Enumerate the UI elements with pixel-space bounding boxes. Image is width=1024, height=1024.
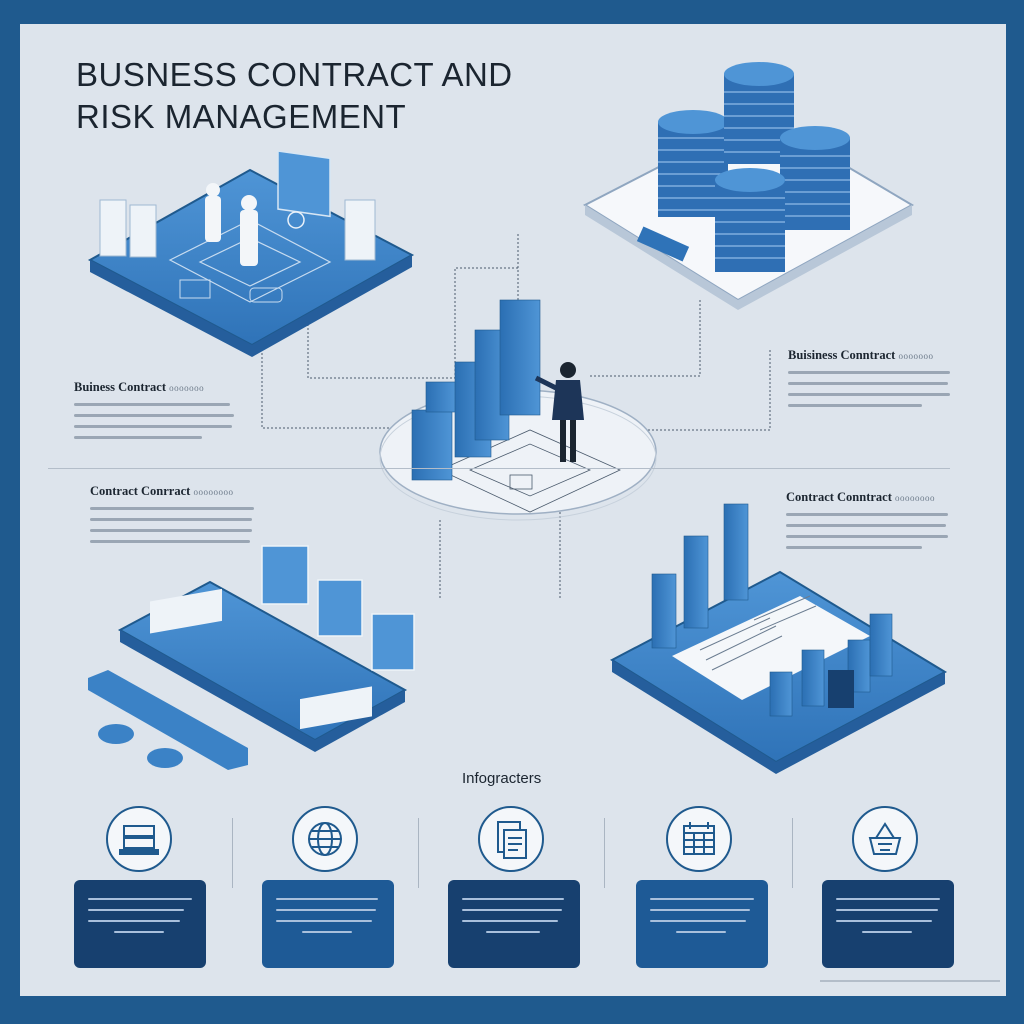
- title-line-2: RISK MANAGEMENT: [76, 98, 407, 135]
- info-card: [262, 880, 394, 968]
- footer-rule: [820, 980, 1000, 982]
- icon-separator: [604, 818, 605, 888]
- businessman: [534, 362, 584, 462]
- center-hub: [379, 299, 657, 521]
- section-divider: [48, 468, 950, 469]
- calendar-icon: [666, 806, 732, 872]
- text-block-right-top: Buisiness Conntract ooooooo: [788, 348, 968, 407]
- info-card: [822, 880, 954, 968]
- text-block-sub: oooooooo: [895, 493, 936, 503]
- globe-icon: [292, 806, 358, 872]
- document-icon: [478, 806, 544, 872]
- text-block-heading: Contract Conntract: [786, 490, 892, 504]
- text-block-sub: oooooooo: [193, 487, 234, 497]
- infographic-label: Infogracters: [462, 770, 542, 787]
- text-block-left-top: Buiness Contract ooooooo: [74, 380, 254, 439]
- text-block-heading: Buisiness Conntract: [788, 348, 896, 362]
- platform-documents: [88, 545, 415, 770]
- info-card: [448, 880, 580, 968]
- text-block-left-mid: Contract Conrract oooooooo: [90, 484, 270, 543]
- basket-icon: [852, 806, 918, 872]
- platform-data-stacks: [582, 62, 915, 310]
- icon-separator: [792, 818, 793, 888]
- stack-4: [715, 168, 785, 272]
- icon-separator: [232, 818, 233, 888]
- page-title: BUSNESS CONTRACT AND RISK MANAGEMENT: [76, 54, 596, 138]
- icon-separator: [418, 818, 419, 888]
- text-block-heading: Buiness Contract: [74, 380, 167, 394]
- server-icon: [106, 806, 172, 872]
- connector-lines: [261, 234, 771, 600]
- text-block-sub: ooooooo: [898, 351, 934, 361]
- info-card: [636, 880, 768, 968]
- info-card: [74, 880, 206, 968]
- text-block-sub: ooooooo: [169, 383, 205, 393]
- platform-bar-chart: [609, 503, 948, 774]
- text-block-heading: Contract Conrract: [90, 484, 191, 498]
- title-line-1: BUSNESS CONTRACT AND: [76, 56, 513, 93]
- stack-3: [780, 126, 850, 230]
- platform-people-servers: [87, 150, 415, 357]
- text-block-right-mid: Contract Conntract oooooooo: [786, 490, 966, 549]
